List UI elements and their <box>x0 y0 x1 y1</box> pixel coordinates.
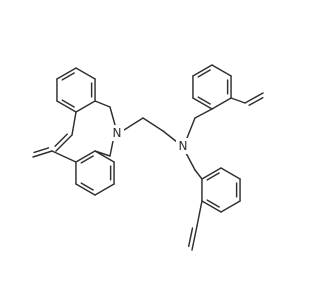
ring-top-right-inner-3 <box>197 96 211 105</box>
ring-top-right-edge-2 <box>211 97 232 110</box>
atom-n-left-background <box>110 125 124 141</box>
ring-bottom-right-inner-5 <box>206 172 220 181</box>
bond-vinyl-tl-a <box>55 134 73 152</box>
bond-ch2-ring-tr <box>194 108 213 119</box>
bond-c1-c2 <box>142 117 164 132</box>
bond-n1-c1 <box>123 117 144 131</box>
bond-vinyl-tr-b <box>248 96 264 107</box>
ring-bottom-right-inner-3 <box>206 199 220 208</box>
molecule-structure-diagram: N N <box>32 64 264 251</box>
bond-ch2-ring-tl <box>94 100 111 108</box>
ring-bottom-right-edge-2 <box>220 200 241 213</box>
bond-vinyl-bl-b <box>33 147 50 154</box>
bond-vinyl-tl-b <box>54 133 68 147</box>
bond-ch2-ring-bl <box>94 150 111 157</box>
atom-label-n-right: N <box>179 139 188 153</box>
ring-bottom-left-inner-5 <box>80 155 94 164</box>
bond-c2-n2 <box>162 130 178 143</box>
ring-bottom-left-edge-5 <box>75 150 96 163</box>
bond-ring-vinyl-bl <box>51 150 77 163</box>
ring-bottom-left-edge-0 <box>94 150 115 163</box>
bond-n2-ch2-br <box>185 152 196 171</box>
ring-top-left-edge-5 <box>56 67 77 80</box>
bond-ring-vinyl-tl <box>71 111 77 136</box>
atom-n-right-background <box>176 138 190 154</box>
bond-n1-ch2-tl <box>109 106 116 126</box>
ring-bottom-right-edge-5 <box>201 167 222 180</box>
atom-label-n-left: N <box>113 126 122 140</box>
ring-top-right-edge-0 <box>211 64 232 77</box>
ring-top-right-edge-5 <box>192 64 213 77</box>
bond-ring-vinyl-br <box>196 200 203 227</box>
bond-vinyl-br-a <box>191 225 198 251</box>
atom-n-right: N <box>176 138 190 154</box>
ring-bottom-left-edge-2 <box>94 183 115 196</box>
bond-ch2-ring-br <box>194 169 203 180</box>
bond-n2-ch2-tr <box>186 117 196 139</box>
ring-bottom-left-edge-3 <box>75 183 96 196</box>
ring-bottom-right-edge-3 <box>201 200 222 213</box>
ring-top-left-edge-0 <box>75 67 96 80</box>
bond-vinyl-tr-a <box>244 92 264 104</box>
ring-top-left-inner-5 <box>61 72 75 81</box>
ring-top-left-edge-3 <box>56 100 77 113</box>
ring-top-right-inner-5 <box>197 69 211 78</box>
bond-vinyl-br-b <box>187 227 194 248</box>
bond-ring-vinyl-tr <box>230 97 246 104</box>
ring-top-left-edge-2 <box>75 100 96 113</box>
ring-bottom-left-inner-3 <box>80 182 94 191</box>
bond-vinyl-bl-a <box>32 150 53 158</box>
ring-top-left-inner-3 <box>61 99 75 108</box>
bond-n1-ch2-bl <box>109 140 114 157</box>
bond-lines <box>32 64 264 251</box>
ring-top-right-edge-3 <box>192 97 213 110</box>
atom-n-left: N <box>110 125 124 141</box>
ring-bottom-right-edge-0 <box>220 167 241 180</box>
